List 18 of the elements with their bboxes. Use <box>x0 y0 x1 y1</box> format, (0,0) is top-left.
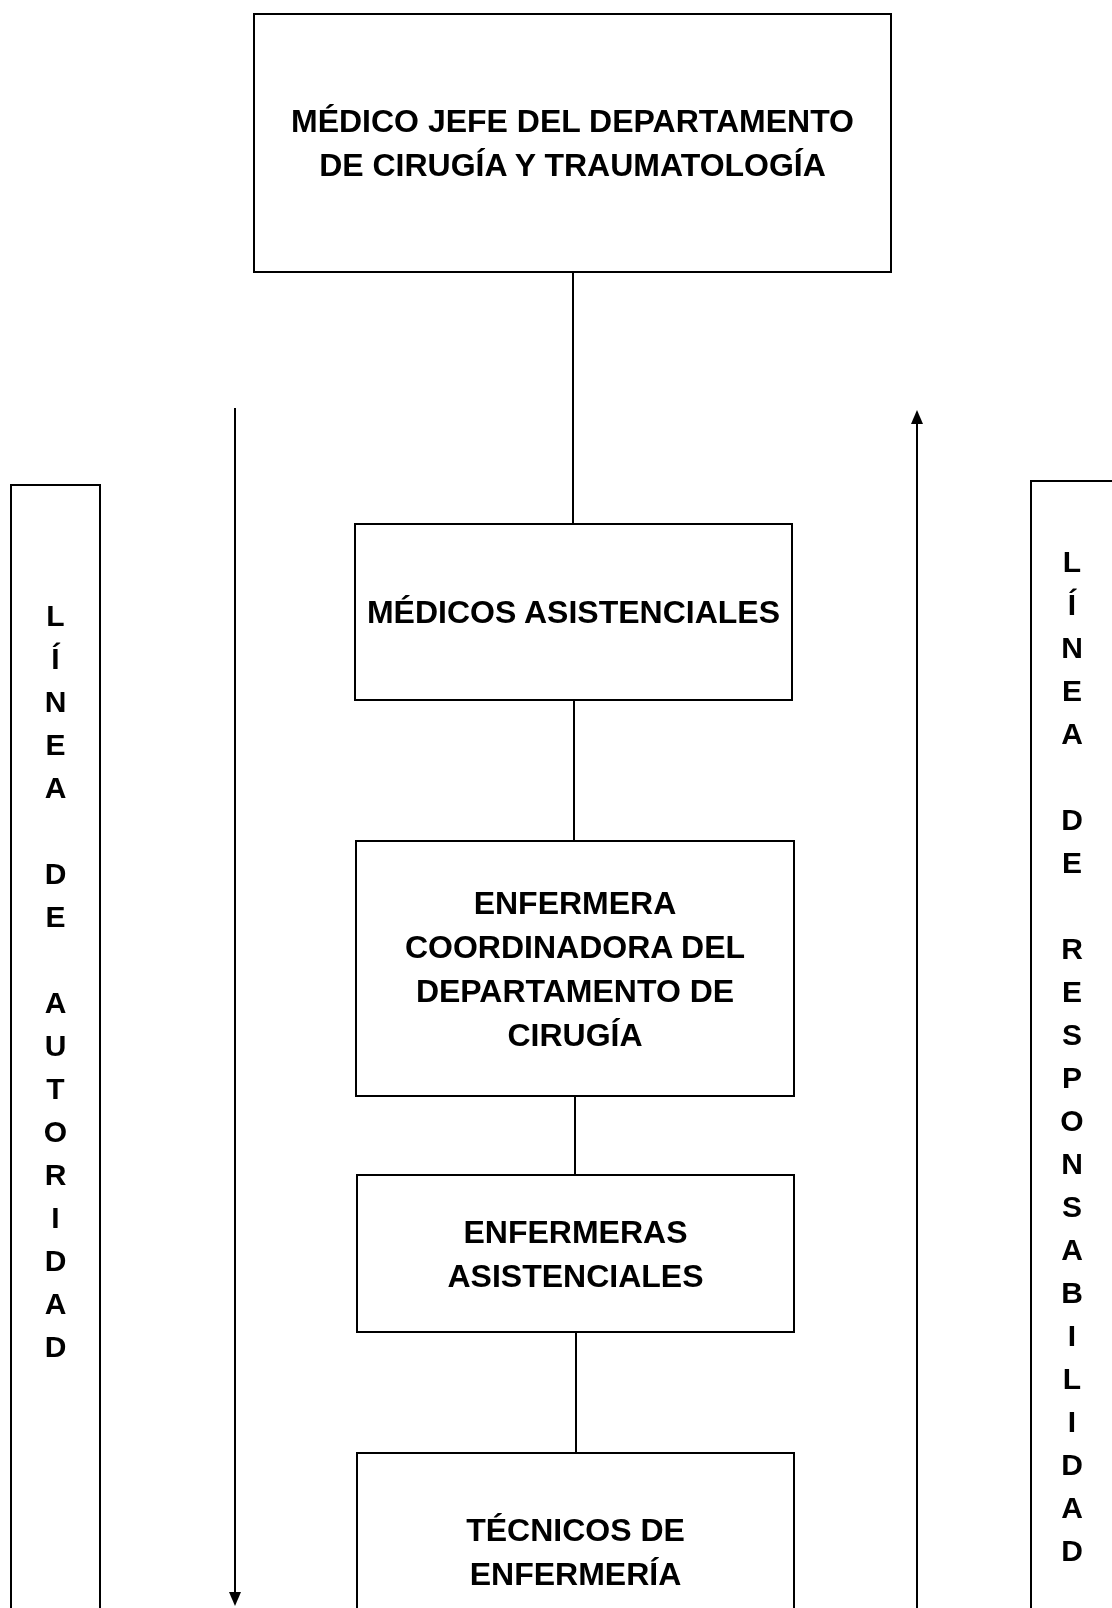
box-label: MÉDICO JEFE DEL DEPARTAMENTO DE CIRUGÍA Y TRAUMATOLOGÍA <box>290 102 855 185</box>
label-panel <box>1030 480 1112 1608</box>
connector-line <box>575 1332 577 1453</box>
label-panel <box>10 484 101 1608</box>
org-box <box>253 13 892 273</box>
vertical-label: LÍNEA DE RESPONSABILIDAD <box>1059 544 1085 1569</box>
org-box <box>354 523 793 701</box>
box-label: ENFERMERAS ASISTENCIALES <box>446 1212 705 1296</box>
connector-line <box>574 1096 576 1175</box>
box-label: TÉCNICOS DE ENFERMERÍA <box>465 1511 686 1594</box>
org-box <box>355 840 795 1097</box>
connector-line <box>572 272 574 524</box>
vertical-label: LÍNEA DE AUTORIDAD <box>42 598 69 1365</box>
org-box <box>356 1174 795 1333</box>
org-box <box>356 1452 795 1608</box>
box-label: MÉDICOS ASISTENCIALES <box>366 593 781 632</box>
box-label: ENFERMERA COORDINADORA DEL DEPARTAMENTO DE CIRUGÍA <box>403 883 747 1055</box>
connector-line <box>573 700 575 841</box>
